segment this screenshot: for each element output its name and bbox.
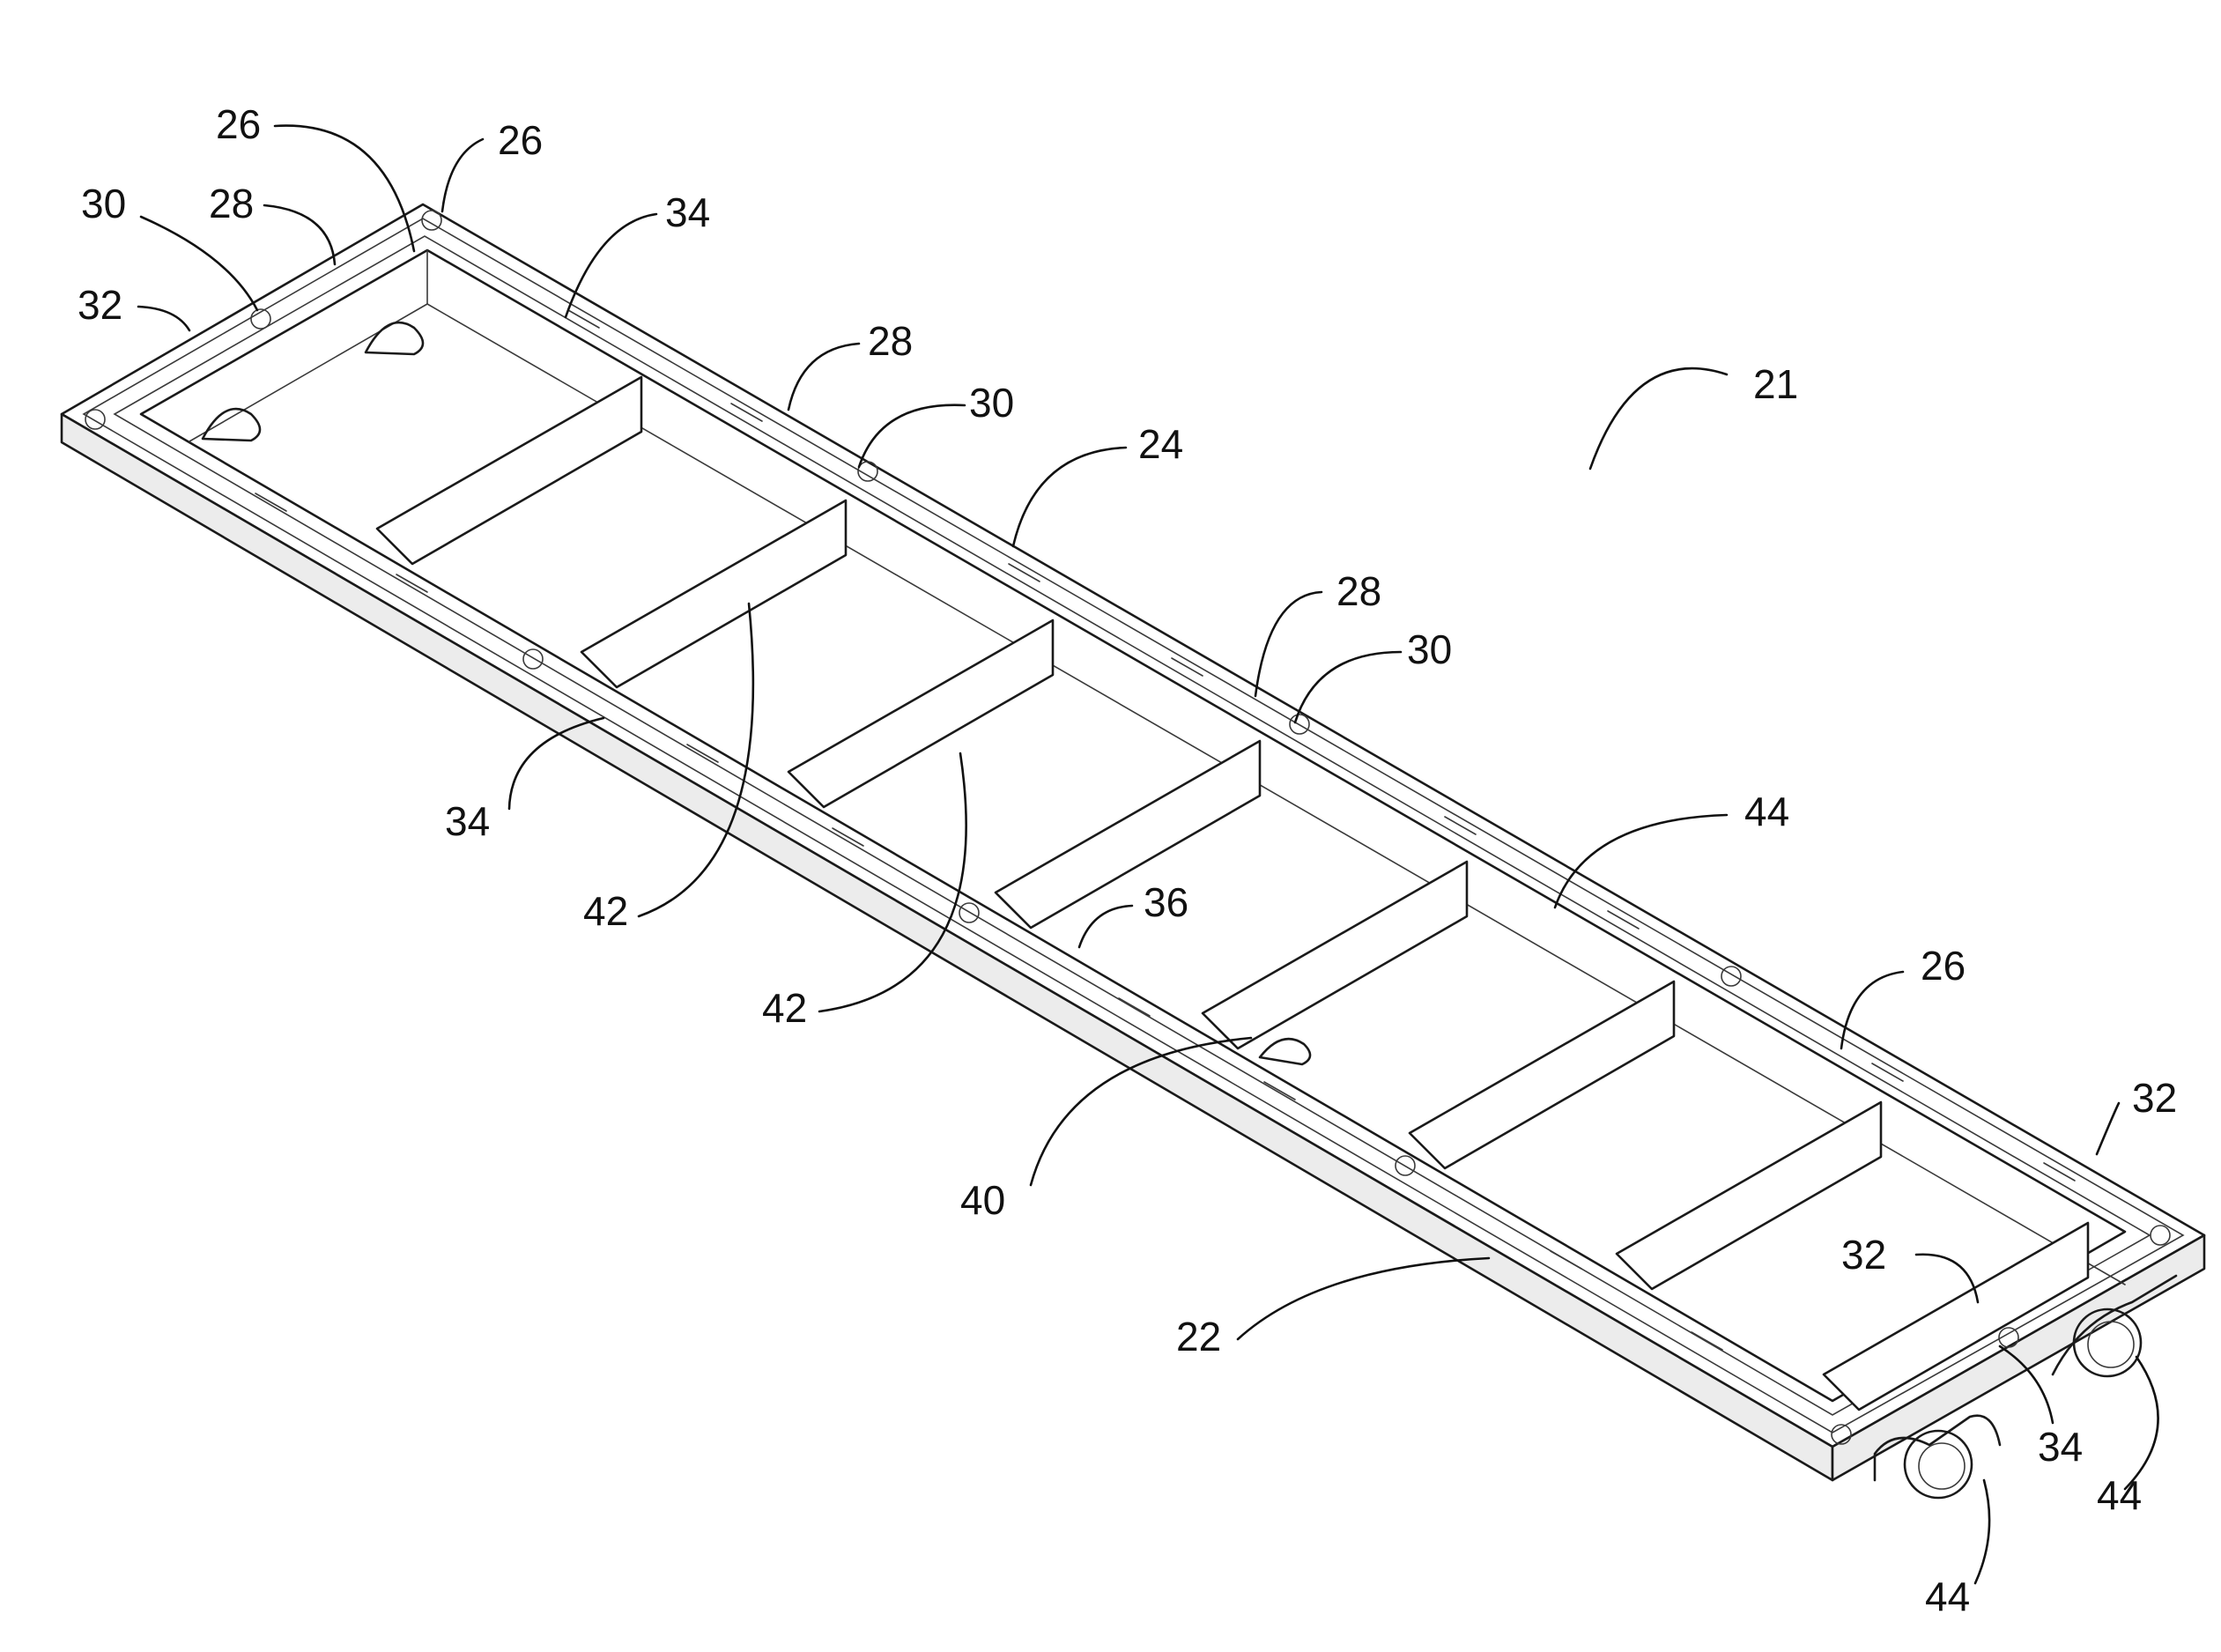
ref-label-40: 40 [960, 1177, 1005, 1223]
ref-label-22: 22 [1176, 1314, 1221, 1359]
ref-label-30: 30 [969, 380, 1014, 426]
ref-label-34: 34 [445, 798, 490, 844]
leader-22 [1238, 1258, 1489, 1339]
leader-24 [1013, 448, 1126, 546]
ref-label-28: 28 [209, 181, 254, 226]
ref-label-34: 34 [2038, 1424, 2083, 1470]
ref-label-32: 32 [1841, 1232, 1886, 1278]
ref-label-30: 30 [81, 181, 126, 226]
leader-30-mid-a [859, 405, 965, 467]
leader-30-top-left [141, 217, 257, 310]
leader-21 [1590, 368, 1727, 469]
leader-30-mid-b [1295, 652, 1401, 722]
tray-body [62, 204, 2204, 1498]
leader-28-top-left [264, 205, 335, 264]
ref-label-26: 26 [498, 117, 543, 163]
ref-label-44: 44 [1925, 1574, 1970, 1619]
ref-label-26: 26 [1921, 943, 1966, 989]
ref-label-44: 44 [2097, 1472, 2142, 1518]
leader-32-right [2097, 1103, 2119, 1154]
leader-44-lower-a [2125, 1357, 2158, 1489]
ref-label-28: 28 [868, 318, 913, 364]
leader-32-top-left [138, 307, 189, 330]
ref-label-32: 32 [2132, 1075, 2177, 1121]
tube-port-opening-inner [2088, 1322, 2134, 1367]
ref-label-28: 28 [1336, 568, 1381, 614]
tube-port-opening [1905, 1431, 1972, 1498]
ref-label-21: 21 [1753, 361, 1798, 407]
ref-label-26: 26 [216, 101, 261, 147]
ref-label-30: 30 [1407, 626, 1452, 672]
tube-port-opening-inner [1919, 1443, 1965, 1489]
leader-26-top-b [442, 139, 483, 211]
ref-label-42: 42 [583, 888, 628, 934]
leader-28-mid-a [788, 344, 859, 410]
ref-label-34: 34 [665, 189, 710, 235]
ref-label-32: 32 [78, 282, 122, 328]
ref-label-36: 36 [1144, 879, 1188, 925]
leader-44-lower-b [1975, 1480, 1989, 1583]
ref-label-44: 44 [1744, 789, 1789, 834]
ref-label-24: 24 [1138, 421, 1183, 467]
leader-28-mid-b [1255, 592, 1321, 696]
ref-label-42: 42 [762, 985, 807, 1031]
